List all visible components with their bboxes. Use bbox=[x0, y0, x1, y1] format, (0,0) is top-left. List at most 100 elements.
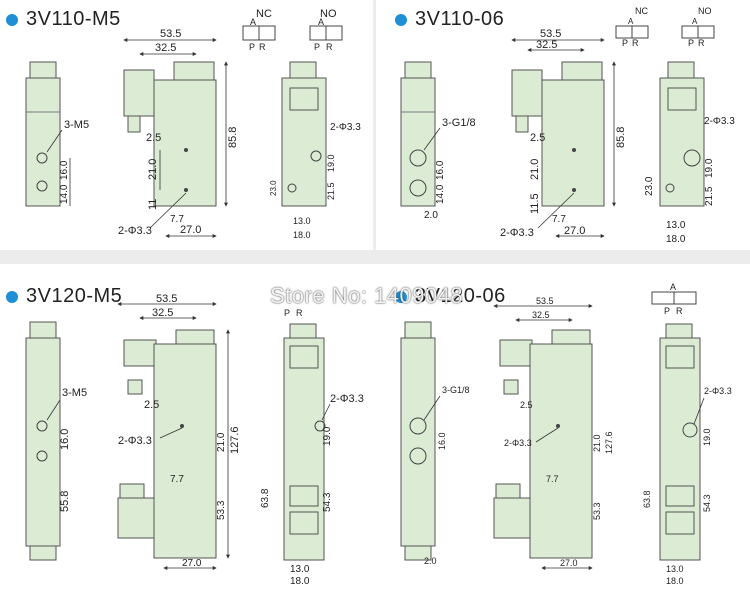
panel-title-4: 3V120-06 bbox=[395, 285, 506, 308]
svg-text:2.0: 2.0 bbox=[424, 210, 438, 221]
svg-text:32.5: 32.5 bbox=[155, 42, 176, 54]
svg-text:32.5: 32.5 bbox=[532, 310, 550, 320]
svg-text:53.5: 53.5 bbox=[156, 293, 177, 305]
panel-title-3: 3V120-M5 bbox=[6, 285, 122, 308]
svg-text:P: P bbox=[622, 38, 628, 48]
svg-text:32.5: 32.5 bbox=[536, 39, 557, 51]
svg-text:R: R bbox=[259, 42, 266, 52]
svg-text:2.5: 2.5 bbox=[520, 400, 533, 410]
svg-text:27.0: 27.0 bbox=[180, 224, 201, 236]
svg-text:19.0: 19.0 bbox=[322, 426, 333, 446]
panel-2-drawings: 3-G1/8 16.0 14.0 2.0 53.5 32.5 85.8 2.5 … bbox=[400, 6, 735, 245]
svg-text:27.0: 27.0 bbox=[564, 225, 585, 237]
svg-text:16.0: 16.0 bbox=[59, 429, 71, 450]
svg-text:A: A bbox=[692, 17, 698, 26]
svg-text:2-Φ3.3: 2-Φ3.3 bbox=[330, 393, 364, 405]
svg-text:53.5: 53.5 bbox=[536, 296, 554, 306]
svg-text:2-Φ3.3: 2-Φ3.3 bbox=[704, 386, 732, 396]
svg-text:53.3: 53.3 bbox=[592, 502, 602, 520]
store-watermark: Store No: 1409048 bbox=[270, 283, 464, 308]
svg-text:R: R bbox=[632, 38, 639, 48]
bullet-icon bbox=[6, 13, 18, 26]
svg-text:A: A bbox=[250, 17, 256, 27]
svg-text:18.0: 18.0 bbox=[293, 230, 311, 240]
svg-text:2-Φ3.3: 2-Φ3.3 bbox=[118, 225, 152, 237]
bullet-icon bbox=[395, 13, 407, 26]
svg-text:19.0: 19.0 bbox=[704, 158, 715, 178]
svg-text:P: P bbox=[664, 306, 670, 316]
svg-text:2-Φ3.3: 2-Φ3.3 bbox=[330, 122, 361, 133]
svg-text:2.5: 2.5 bbox=[146, 132, 161, 144]
svg-text:63.8: 63.8 bbox=[642, 490, 652, 508]
svg-text:127.6: 127.6 bbox=[229, 426, 241, 454]
svg-text:3-M5: 3-M5 bbox=[62, 387, 87, 399]
svg-text:11.5: 11.5 bbox=[529, 193, 541, 214]
bullet-icon bbox=[395, 290, 407, 303]
vertical-divider bbox=[373, 0, 376, 250]
svg-text:127.6: 127.6 bbox=[604, 431, 614, 454]
svg-text:23.0: 23.0 bbox=[269, 180, 278, 196]
svg-text:2.5: 2.5 bbox=[144, 399, 159, 411]
svg-text:A: A bbox=[670, 282, 676, 292]
svg-text:NO: NO bbox=[698, 6, 712, 16]
svg-text:NC: NC bbox=[635, 6, 648, 16]
port-label: 3-M5 bbox=[64, 119, 89, 131]
svg-text:18.0: 18.0 bbox=[666, 576, 684, 586]
svg-text:53.5: 53.5 bbox=[540, 28, 561, 40]
svg-text:7.7: 7.7 bbox=[546, 474, 559, 484]
horizontal-divider bbox=[0, 250, 750, 264]
svg-text:19.0: 19.0 bbox=[326, 154, 336, 172]
svg-text:14.0: 14.0 bbox=[59, 184, 70, 204]
svg-text:R: R bbox=[296, 308, 303, 318]
svg-text:2-Φ3.3: 2-Φ3.3 bbox=[118, 435, 152, 447]
svg-text:P: P bbox=[284, 308, 290, 318]
svg-text:7.7: 7.7 bbox=[170, 214, 184, 225]
svg-text:P: P bbox=[314, 42, 320, 52]
svg-text:13.0: 13.0 bbox=[290, 564, 310, 575]
svg-text:13.0: 13.0 bbox=[293, 216, 311, 226]
svg-text:85.8: 85.8 bbox=[227, 127, 239, 148]
svg-text:18.0: 18.0 bbox=[666, 234, 686, 245]
svg-text:16.0: 16.0 bbox=[435, 160, 446, 180]
svg-text:2-Φ3.3: 2-Φ3.3 bbox=[704, 116, 735, 127]
svg-text:13.0: 13.0 bbox=[666, 564, 684, 574]
svg-text:2.0: 2.0 bbox=[424, 556, 437, 566]
svg-text:54.3: 54.3 bbox=[322, 492, 333, 512]
svg-text:R: R bbox=[698, 38, 705, 48]
svg-text:21.0: 21.0 bbox=[147, 159, 159, 180]
svg-text:2-Φ3.3: 2-Φ3.3 bbox=[504, 438, 532, 448]
svg-text:P: P bbox=[688, 38, 694, 48]
svg-text:16.0: 16.0 bbox=[437, 432, 447, 450]
svg-text:7.7: 7.7 bbox=[170, 474, 184, 485]
svg-text:R: R bbox=[676, 306, 683, 316]
svg-text:32.5: 32.5 bbox=[152, 307, 173, 319]
svg-text:21.0: 21.0 bbox=[592, 434, 602, 452]
svg-text:2.5: 2.5 bbox=[530, 132, 545, 144]
svg-text:21.5: 21.5 bbox=[704, 186, 715, 206]
svg-text:18.0: 18.0 bbox=[290, 576, 310, 587]
svg-text:NC: NC bbox=[256, 8, 272, 20]
svg-text:63.8: 63.8 bbox=[260, 488, 271, 508]
svg-text:27.0: 27.0 bbox=[182, 558, 202, 569]
panel-4-drawings: 3-G1/8 16.0 2.0 53.5 32.5 127.6 2.5 21.0… bbox=[400, 282, 732, 586]
svg-text:23.0: 23.0 bbox=[644, 176, 655, 196]
svg-text:21.0: 21.0 bbox=[216, 432, 227, 452]
svg-text:27.0: 27.0 bbox=[560, 558, 578, 568]
svg-text:11: 11 bbox=[147, 199, 159, 210]
svg-text:7.7: 7.7 bbox=[552, 214, 566, 225]
panel-3-drawings: 3-M5 16.0 55.8 53.5 32.5 127.6 2.5 21.0 … bbox=[25, 293, 364, 587]
svg-text:13.0: 13.0 bbox=[666, 220, 686, 231]
svg-text:3-G1/8: 3-G1/8 bbox=[442, 117, 476, 129]
svg-text:A: A bbox=[318, 17, 324, 27]
svg-text:P: P bbox=[249, 42, 255, 52]
svg-text:53.3: 53.3 bbox=[216, 500, 227, 520]
svg-text:A: A bbox=[628, 17, 634, 26]
panel-1-drawings: 3-M5 16.0 14.0 53.5 32.5 85.8 2.5 21.0 1… bbox=[25, 8, 361, 240]
svg-text:14.0: 14.0 bbox=[435, 184, 446, 204]
svg-text:21.5: 21.5 bbox=[326, 182, 336, 200]
svg-text:53.5: 53.5 bbox=[160, 28, 181, 40]
svg-text:19.0: 19.0 bbox=[702, 428, 712, 446]
svg-text:85.8: 85.8 bbox=[615, 127, 627, 148]
svg-text:NO: NO bbox=[320, 8, 337, 20]
